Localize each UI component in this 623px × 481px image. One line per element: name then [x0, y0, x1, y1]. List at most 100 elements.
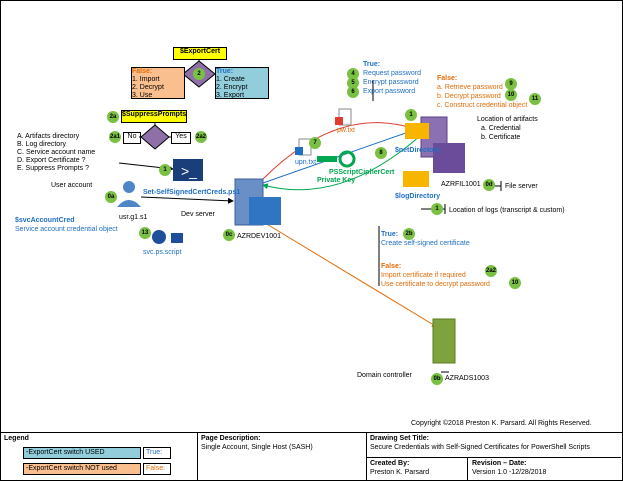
legend-used-val: True:	[143, 447, 171, 459]
log-desc: Location of logs (transcript & custom)	[449, 207, 565, 214]
export-cert-false-box: False: 1. Import 2. Decrypt 3. Use	[131, 67, 185, 99]
page-desc-title: Page Description:	[201, 435, 261, 442]
revision: Revision – Date: Version 1.0 -12/28/2018	[469, 458, 619, 476]
drawing-value: Secure Credentials with Self-Signed Cert…	[370, 444, 590, 451]
step-badge: 10	[509, 277, 521, 289]
domain-controller-icon	[432, 318, 456, 364]
param-item: D. Export Certificate ?	[17, 157, 86, 164]
step-badge: 0d	[483, 179, 495, 191]
step-badge: 7	[309, 137, 321, 149]
legend-used: -ExportCert switch USED	[23, 447, 141, 459]
page-desc-value: Single Account, Single Host (SASH)	[201, 444, 313, 451]
cert-true-desc: Create self-signed certificate	[381, 240, 470, 247]
legend: Legend -ExportCert switch USED True: -Ex…	[1, 433, 198, 480]
user-icon	[123, 181, 135, 193]
suppress-title: $SuppressPrompts	[121, 110, 187, 123]
fil-label: File server	[505, 183, 538, 190]
artifacts-label: Location of artifacts	[477, 116, 538, 123]
log-folder-icon	[403, 171, 429, 187]
cert-key-icon	[338, 150, 356, 168]
param-item: C. Service account name	[17, 149, 96, 156]
step-badge: 1	[431, 203, 443, 215]
svc-desc: Service account credential object	[15, 226, 118, 233]
svc-var: $svcAccountCred	[15, 217, 75, 224]
copyright: Copyright ©2018 Preston K. Parsard. All …	[411, 420, 592, 427]
step-badge: 1	[159, 164, 171, 176]
step-badge: 8	[375, 147, 387, 159]
ads-label: Domain controller	[357, 372, 412, 379]
svc-script: svc.ps.script	[143, 249, 182, 256]
cert-false-item: Use certificate to decrypt password	[381, 281, 490, 288]
false-item: 2. Decrypt	[132, 84, 164, 91]
step-badge: 6	[347, 86, 359, 98]
pw-false-item: a. Retrieve password	[437, 84, 503, 91]
cert-false-label: False:	[381, 263, 402, 270]
legend-title: Legend	[4, 435, 29, 442]
net-dir-label: $netDirectory	[395, 147, 441, 154]
fil-name: AZRFIL1001	[441, 181, 481, 188]
cipher-sub: Private Key	[317, 177, 356, 184]
cipher-label: PSScriptCipherCert	[329, 169, 395, 176]
page-description: Page Description: Single Account, Single…	[198, 433, 367, 480]
user-name: usr.g1.s1	[119, 214, 148, 221]
param-item: E. Suppress Prompts ?	[17, 165, 89, 172]
step-badge: 9	[505, 78, 517, 90]
pw-true-item: Export password	[363, 88, 416, 95]
pw-true-item: Request password	[363, 70, 421, 77]
revision-value: Version 1.0 -12/28/2018	[472, 469, 547, 476]
user-account-label: User account	[51, 182, 93, 189]
suppress-diamond	[140, 124, 170, 150]
false-item: 1. Import	[132, 76, 160, 83]
artifact-item: b. Certificate	[481, 134, 521, 141]
step-badge: 10	[505, 89, 517, 101]
dev-label: Dev server	[181, 211, 215, 218]
svg-text:>_: >_	[181, 163, 197, 179]
true-item: 1. Create	[216, 76, 245, 83]
drawing-title: Drawing Set Title:	[370, 435, 429, 442]
dev-windows-icon	[249, 197, 281, 225]
yes-box: Yes	[171, 132, 191, 144]
pw-true-label: True:	[363, 61, 381, 68]
pw-false-item: c. Construct credential object	[437, 102, 528, 109]
lock-icon	[171, 233, 183, 243]
step-badge: 0b	[431, 373, 443, 385]
false-label: False:	[132, 68, 153, 75]
step-badge: 2a2	[485, 265, 497, 277]
true-item: 2. Encrypt	[216, 84, 248, 91]
param-item: A. Artifacts directory	[17, 133, 80, 140]
created-by: Created By: Preston K. Parsard	[367, 458, 467, 476]
step-badge: 2	[193, 68, 205, 80]
title-block: Legend -ExportCert switch USED True: -Ex…	[1, 432, 622, 480]
export-cert-true-box: True: 1. Create 2. Encrypt 3. Export	[215, 67, 269, 99]
legend-notused-val: False:	[143, 463, 171, 475]
pw-true-item: Encrypt password	[363, 79, 419, 86]
upn-file-label: upn.txt	[295, 159, 317, 166]
step-badge: 0c	[223, 229, 235, 241]
drawing-set: Drawing Set Title: Secure Credentials wi…	[367, 433, 621, 480]
script-name: Set-SelfSignedCertCreds.ps1	[143, 189, 241, 196]
gear-icon	[152, 230, 166, 244]
pw-false-item: b. Decrypt password	[437, 93, 501, 100]
step-badge: 11	[529, 93, 541, 105]
ads-name: AZRADS1003	[445, 375, 489, 382]
step-badge: 2b	[403, 228, 415, 240]
true-label: True:	[216, 68, 234, 75]
revision-title: Revision – Date:	[472, 460, 527, 467]
file-windows-icon	[433, 143, 465, 173]
pw-file-label: pw.txt	[337, 127, 355, 134]
created-title: Created By:	[370, 460, 410, 467]
artifact-item: a. Credential	[481, 125, 521, 132]
param-item: B. Log directory	[17, 141, 67, 148]
created-value: Preston K. Parsard	[370, 469, 430, 476]
cert-false-item: Import certificate if required	[381, 272, 466, 279]
step-badge: 0a	[105, 191, 117, 203]
true-item: 3. Export	[216, 92, 245, 99]
export-cert-title: $ExportCert	[173, 47, 227, 60]
pw-false-label: False:	[437, 75, 458, 82]
step-badge: 1	[405, 109, 417, 121]
step-badge: 2a	[107, 111, 119, 123]
no-box: No	[123, 132, 141, 144]
dev-name: AZRDEV1001	[237, 233, 281, 240]
powershell-icon	[173, 159, 203, 181]
step-badge: 13	[139, 227, 151, 239]
